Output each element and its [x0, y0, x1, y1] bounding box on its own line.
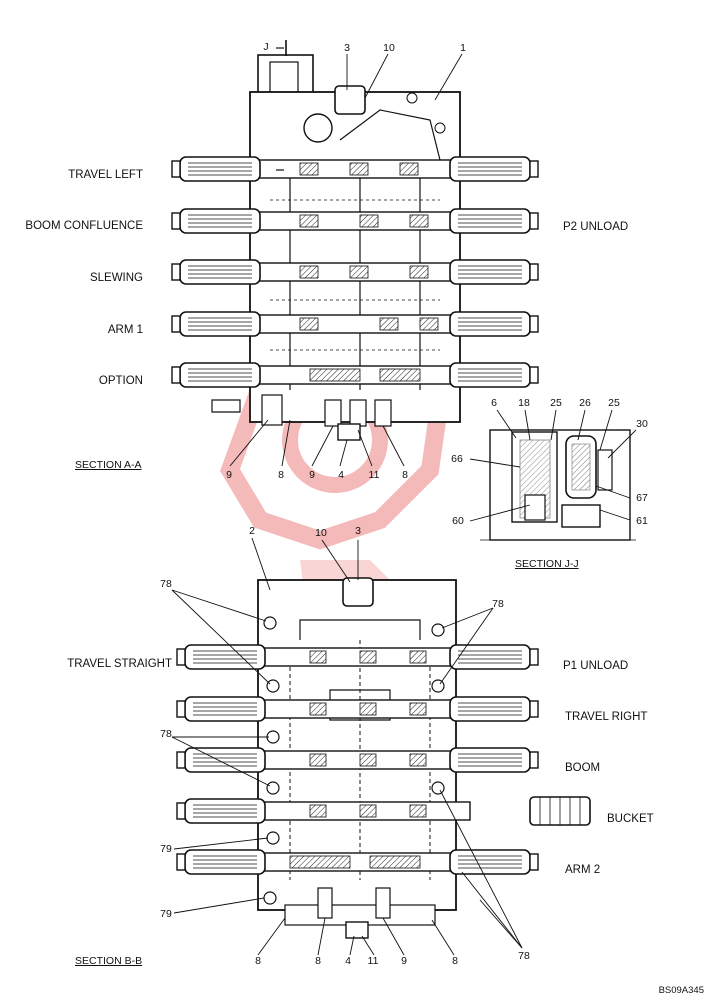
callout-b-3: 3	[355, 525, 361, 537]
label-p1-unload: P1 UNLOAD	[563, 660, 629, 672]
section-j-body	[480, 429, 636, 541]
callout-a-8-right: 8	[402, 469, 408, 481]
callout-j-66: 66	[451, 453, 463, 465]
drawing-code: BS09A345	[658, 985, 704, 996]
section-a-body	[171, 40, 539, 441]
label-boom: BOOM	[565, 762, 601, 774]
callout-j-67: 67	[636, 492, 648, 504]
callout-j-18: 18	[518, 397, 530, 409]
callout-b-8-center: 8	[315, 955, 321, 967]
callout-a-9-center: 9	[309, 469, 315, 481]
callout-b-78-upper-right: 78	[492, 598, 504, 610]
callout-b-78-mid-left: 78	[160, 728, 172, 740]
callout-b-2: 2	[249, 525, 255, 537]
callout-j-25-right: 25	[608, 397, 620, 409]
callout-b-8-right: 8	[452, 955, 458, 967]
label-travel-left: TRAVEL LEFT	[68, 169, 143, 181]
callout-a-3: 3	[344, 42, 350, 54]
callout-j-30: 30	[636, 418, 648, 430]
label-bucket: BUCKET	[607, 813, 654, 825]
label-option: OPTION	[98, 375, 143, 387]
callout-b-78-upper-left: 78	[160, 578, 172, 590]
callout-b-11: 11	[367, 955, 379, 967]
callout-j-6: 6	[491, 397, 497, 409]
callout-a-8-left: 8	[278, 469, 284, 481]
callout-a-10: 10	[383, 42, 395, 54]
section-b-title: SECTION B-B	[75, 955, 143, 967]
label-travel-straight: TRAVEL STRAIGHT	[67, 658, 172, 670]
callout-j-61: 61	[636, 515, 648, 527]
section-a-leaders	[229, 53, 463, 467]
callout-j-25-left: 25	[550, 397, 562, 409]
callout-b-79-upper: 79	[160, 843, 172, 855]
section-a-title: SECTION A-A	[75, 459, 142, 471]
callout-b-10: 10	[315, 527, 327, 539]
callout-j-26: 26	[579, 397, 591, 409]
callout-a-11: 11	[368, 469, 380, 481]
section-b-body	[176, 577, 591, 939]
label-p2-unload: P2 UNLOAD	[563, 221, 629, 233]
callout-b-8-left: 8	[255, 955, 261, 967]
callout-b-79-lower: 79	[160, 908, 172, 920]
label-arm-2: ARM 2	[565, 864, 601, 876]
section-b-leaders	[171, 537, 523, 956]
callout-b-4: 4	[345, 955, 351, 967]
section-marker-j: J	[263, 41, 269, 53]
callout-b-9: 9	[401, 955, 407, 967]
callout-a-9-left: 9	[226, 469, 232, 481]
label-boom-confluence: BOOM CONFLUENCE	[25, 220, 143, 232]
label-travel-right: TRAVEL RIGHT	[565, 711, 648, 723]
label-slewing: SLEWING	[89, 272, 143, 284]
section-j-title: SECTION J-J	[515, 558, 579, 570]
callout-b-78-bottom: 78	[518, 950, 530, 962]
callout-j-60: 60	[452, 515, 464, 527]
callout-a-4: 4	[338, 469, 344, 481]
label-arm-1: ARM 1	[107, 324, 143, 336]
section-j-leaders	[469, 409, 637, 522]
callout-a-1: 1	[460, 42, 466, 54]
